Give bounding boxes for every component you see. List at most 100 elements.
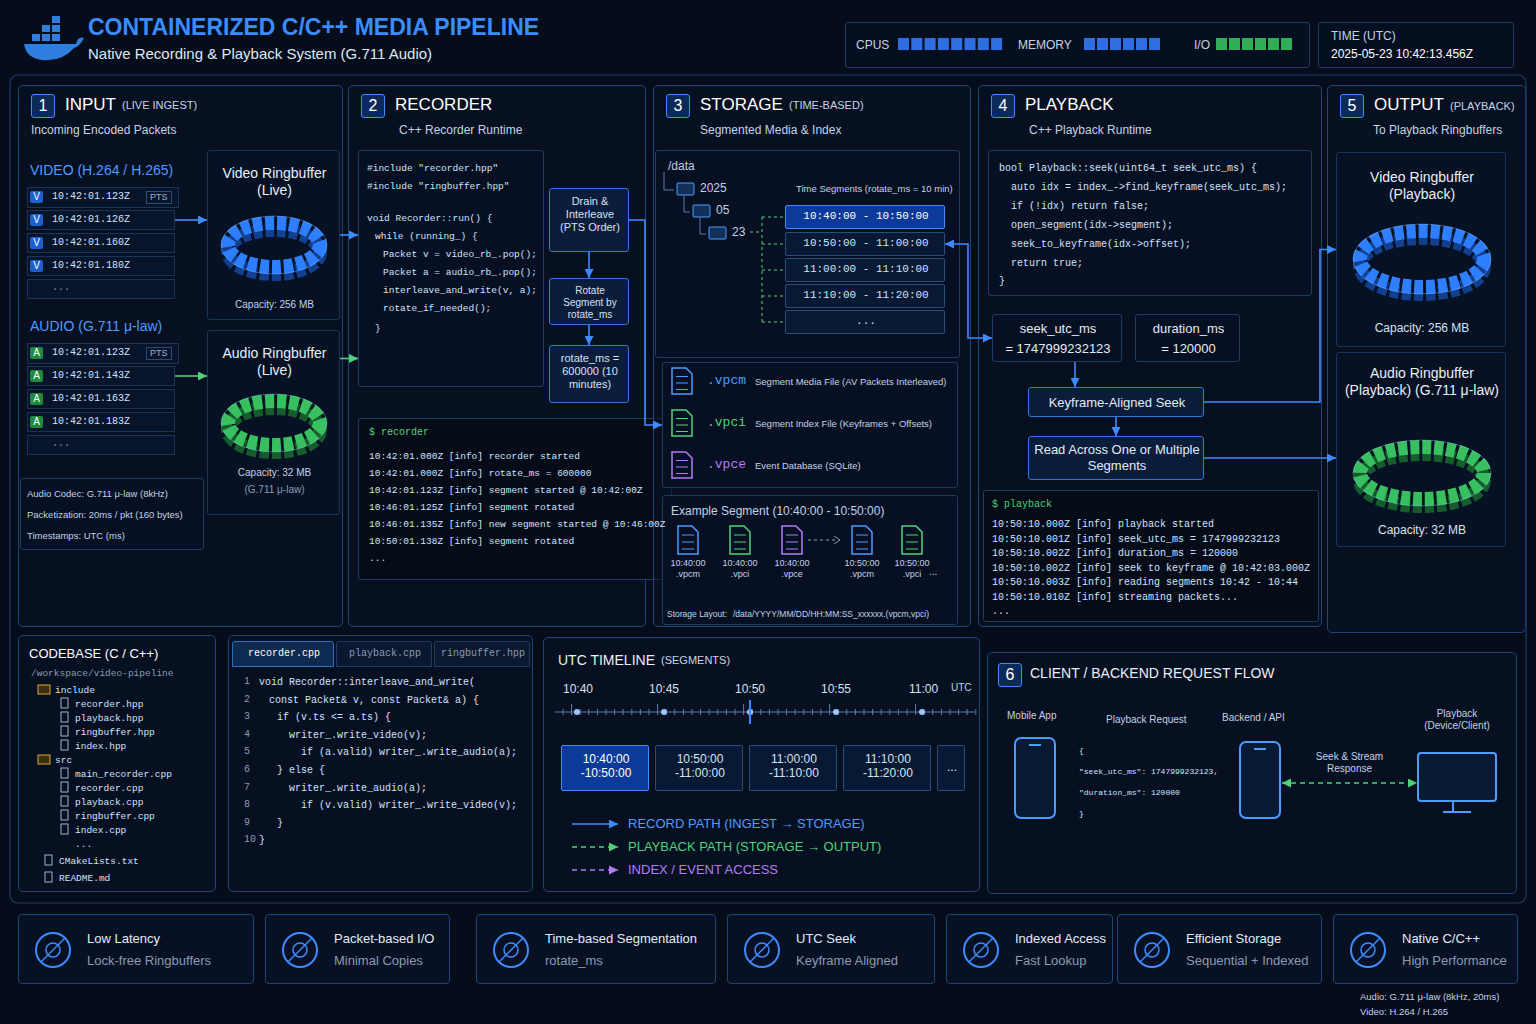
feature-box: Time-based Segmentationrotate_ms	[476, 914, 716, 984]
graphic	[61, 698, 68, 708]
text-label: playback.cpp	[75, 797, 143, 808]
text-label: open_segment(idx->segment);	[1011, 220, 1173, 232]
graphic	[574, 709, 580, 715]
phone-shape	[1013, 736, 1057, 820]
graphic	[856, 549, 868, 550]
graphic	[36, 933, 70, 967]
text-label: Rotate Segment by rotate_ms	[554, 285, 626, 321]
editor-panel: void Recorder::interleave_and_write(cons…	[228, 635, 533, 892]
graphic	[964, 933, 998, 967]
text-label: AUDIO (G.711 μ-law)	[30, 318, 162, 335]
connector	[629, 220, 662, 425]
packet-row: V 10:42:01.180Z	[27, 256, 175, 276]
text-label: 10:42:01.123Z	[52, 191, 130, 203]
text-label: main_recorder.cpp	[75, 769, 172, 780]
graphic	[61, 810, 68, 820]
graphic	[61, 726, 68, 736]
text-label: OUTPUT	[1374, 95, 1444, 115]
editor-tab: recorder.cpp	[232, 641, 334, 667]
text-label: const Packet& v, const Packet& a) {	[269, 695, 479, 707]
panel: 4PLAYBACKC++ Playback Runtimebool Playba…	[978, 85, 1322, 627]
graphic	[677, 183, 694, 195]
text-label: if (v.ts <= a.ts) {	[277, 712, 391, 724]
text-label: index.cpp	[75, 825, 126, 836]
packet-row: ...	[27, 435, 175, 455]
text-label: V	[30, 260, 43, 272]
packet-row: A10:42:01.163Z	[27, 389, 175, 409]
text-label: /data/YYYY/MM/DD/HH:MM:SS_xxxxxx.(vpcm,v…	[733, 609, 929, 619]
ficon-shape	[19, 915, 255, 985]
graphic	[762, 217, 783, 218]
text-label: Segment Index File (Keyframes + Offsets)	[755, 418, 932, 429]
text-label: 10	[244, 834, 256, 846]
text-label: /workspace/video-pipeline	[31, 668, 174, 679]
text-label: 1	[31, 94, 55, 118]
graphic	[606, 709, 607, 715]
text-label: 10:50:10.002Z [info] duration_ms = 12000…	[992, 548, 1238, 560]
text-label: Low Latency	[87, 931, 160, 947]
graphic	[1240, 742, 1280, 818]
text-label: 10:42:01.123Z [info] segment started @ 1…	[369, 485, 643, 496]
text-label: }	[375, 323, 381, 334]
graphic	[221, 216, 327, 274]
graphic	[821, 709, 822, 715]
process-box: Keyframe-Aligned Seek	[1028, 387, 1204, 417]
text-label: 10:50:10.010Z [info] streaming packets..…	[992, 592, 1238, 604]
text-label: Indexed Access	[1015, 931, 1106, 947]
text-label: if (v.valid) writer_.write_video(v);	[301, 800, 517, 812]
graphic	[795, 709, 796, 715]
graphic	[1097, 38, 1108, 50]
graphic	[1029, 744, 1041, 746]
graphic	[833, 709, 839, 715]
text-label: rotate_ms	[545, 953, 603, 969]
graphic	[1255, 38, 1266, 50]
text-label: 10:40:00 .vpcm	[665, 558, 711, 580]
text-label: 10:42:01.163Z	[52, 393, 130, 405]
graphic	[834, 536, 840, 544]
segment-box: 11:00:00 - 11:10:00	[785, 258, 945, 282]
graphic	[1360, 447, 1484, 499]
device-icon: Mobile App	[1013, 736, 1057, 820]
text-label: Incoming Encoded Packets	[31, 123, 176, 137]
graphic	[676, 389, 688, 390]
graphic	[762, 296, 783, 297]
graphic	[676, 383, 688, 384]
text-label: Storage Layout:	[667, 609, 727, 619]
graphic	[760, 709, 761, 715]
graphic	[1353, 224, 1491, 294]
packet-row: V10:42:01.126Z	[27, 210, 175, 230]
ficon-shape	[1334, 915, 1519, 985]
text-label: 3	[244, 711, 250, 723]
graphic	[61, 782, 68, 792]
ringbuffer: Video Ringbuffer (Playback)Capacity: 256…	[1336, 152, 1506, 347]
graphic	[925, 38, 936, 50]
text-label: PLAYBACK PATH (STORAGE → OUTPUT)	[628, 839, 881, 855]
graphic	[803, 709, 804, 715]
text-label: ...	[942, 760, 962, 774]
text-label: 10:50:10.000Z [info] playback started	[992, 519, 1214, 531]
graphic	[967, 709, 968, 715]
ficon-shape	[947, 915, 1107, 985]
text-label: recorder.cpp	[237, 648, 331, 660]
graphic	[975, 709, 976, 715]
graphic	[786, 709, 787, 715]
text-label: playback.hpp	[75, 713, 143, 724]
text-label: ...	[790, 315, 942, 328]
text-label: 10:42:01.180Z	[52, 260, 130, 272]
graphic	[829, 704, 830, 715]
graphic	[61, 740, 68, 750]
ficon-shape	[728, 915, 936, 985]
graphic	[1242, 38, 1253, 50]
text-label: RECORDER	[395, 95, 492, 115]
text-label: 10:55	[821, 682, 851, 696]
device-icon: Backend / API	[1238, 740, 1282, 820]
text-label: 10:42:01.126Z	[52, 214, 130, 226]
graphic	[683, 709, 684, 715]
device-icon: Playback (Device/Client)	[1417, 752, 1497, 814]
param-box: seek_utc_ms= 1747999232123	[992, 314, 1122, 362]
graphic	[1229, 38, 1240, 50]
ringbuffer: Video Ringbuffer (Live)Capacity: 256 MB	[207, 150, 340, 320]
text-label: RECORD PATH (INGEST → STORAGE)	[628, 816, 865, 832]
graphic	[700, 218, 706, 234]
text-label: 3	[666, 94, 690, 118]
